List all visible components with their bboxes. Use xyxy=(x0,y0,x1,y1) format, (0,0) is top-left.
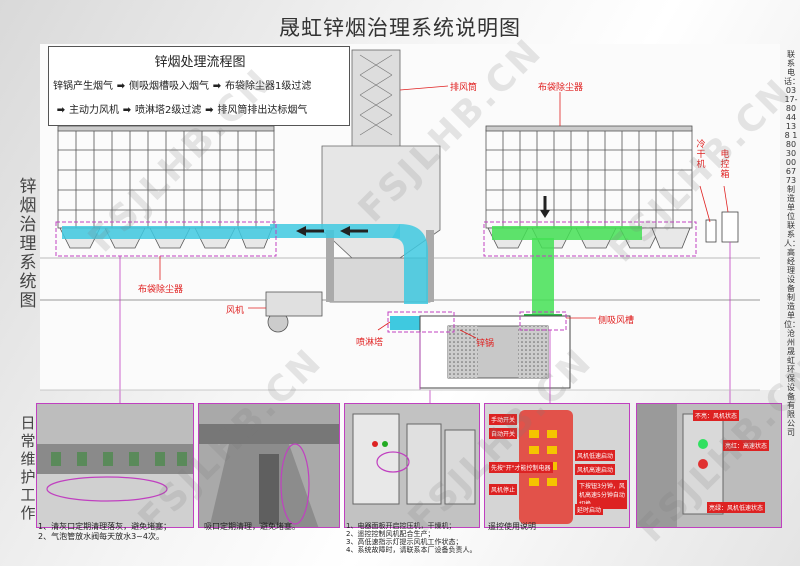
remote-annotation: 风机低速启动 xyxy=(575,450,616,461)
green-vertical-duct xyxy=(532,238,554,316)
stack-ladder xyxy=(359,54,393,136)
flow-step: 主动力风机 xyxy=(69,105,119,116)
caption-line: 2、气泡管放水阀每天放水3~4次。 xyxy=(38,532,164,541)
label-exhaust-pipe: 排风筒 xyxy=(450,83,478,93)
pot-wall-left xyxy=(448,326,478,378)
tower-leg-right xyxy=(426,230,434,302)
caption-hopper: 1、清灰口定期清理落灰，避免堵塞； 2、气泡管放水阀每天放水3~4次。 xyxy=(38,522,171,542)
flow-step: 侧吸烟槽吸入烟气 xyxy=(129,81,209,92)
photo-remote-control: 手动开关 自动开关 风机低速启动 风机高速启动 风机停止 先按"开"才能控制电器… xyxy=(484,403,630,528)
flow-row-2: ➡主动力风机➡喷淋塔2级过滤➡排风筒排出达标烟气 xyxy=(53,101,308,116)
flow-step: 锌锅产生烟气 xyxy=(53,81,113,92)
right-bag-filter-grid xyxy=(485,125,693,229)
label-control-box: 电控箱 xyxy=(720,150,730,180)
contact-info: 联系电话：0317-8044138 18030006773 制造单位联系人：高经… xyxy=(784,50,800,437)
arrow-right-icon: ➡ xyxy=(56,105,66,116)
label-cold-dryer: 冷干机 xyxy=(696,140,706,170)
flow-row-1: 锌锅产生烟气➡侧吸烟槽吸入烟气➡布袋除尘器1级过滤 xyxy=(53,77,311,92)
fan-housing xyxy=(265,291,323,317)
arrow-right-icon: ➡ xyxy=(116,81,126,92)
caption-line: 吸口定期清理，避免堵塞。 xyxy=(204,522,300,531)
remote-annotation: 风机停止 xyxy=(489,484,518,495)
caption-line: 3、高低速指示灯提示风机工作状态； xyxy=(346,538,463,546)
highlight-boxes xyxy=(55,221,697,333)
caption-suction: 吸口定期清理，避免堵塞。 xyxy=(204,522,300,532)
flow-step: 排风筒排出达标烟气 xyxy=(217,105,308,116)
label-spray-tower: 喷淋塔 xyxy=(356,338,384,348)
label-leaders xyxy=(159,85,729,339)
photo-connectors xyxy=(40,242,760,403)
label-bag-filter-right: 布袋除尘器 xyxy=(538,83,584,93)
lamp-annotation: 亮红：高速状态 xyxy=(723,440,770,451)
remote-annotation: 先按"开"才能控制电器 xyxy=(489,462,553,473)
remote-annotation: 手动开关 xyxy=(489,414,518,425)
caption-line: 1、电器面板开启控压机，干燥机； xyxy=(346,522,456,530)
cold-dryer xyxy=(705,219,717,243)
caption-cabinet: 1、电器面板开启控压机，干燥机； 2、遥控控制风机配合生产； 3、高低速指示灯提… xyxy=(346,522,476,554)
arrow-right-icon: ➡ xyxy=(212,81,222,92)
caption-line: 2、遥控控制风机配合生产； xyxy=(346,530,435,538)
caption-line: 遥控使用说明 xyxy=(488,522,536,531)
flow-chart-box: 锌烟处理流程图 锌锅产生烟气➡侧吸烟槽吸入烟气➡布袋除尘器1级过滤 ➡主动力风机… xyxy=(48,46,350,126)
label-side-suction: 侧吸风槽 xyxy=(598,316,635,326)
flow-arrows xyxy=(296,196,550,236)
left-cyan-duct xyxy=(62,226,270,239)
photo-suction-inlet xyxy=(198,403,340,528)
control-box xyxy=(721,211,739,243)
page-title: 晟虹锌烟治理系统说明图 xyxy=(279,16,521,40)
photo-hopper-cleanout xyxy=(36,403,194,528)
tower-leg-left xyxy=(326,230,334,302)
remote-annotation: 延时启动 xyxy=(575,504,604,515)
photo-control-cabinet xyxy=(344,403,480,528)
flow-step: 布袋除尘器1级过滤 xyxy=(225,81,312,92)
flow-step: 喷淋塔2级过滤 xyxy=(135,105,202,116)
arrow-right-icon: ➡ xyxy=(205,105,214,116)
caption-remote: 遥控使用说明 xyxy=(488,522,536,532)
remote-annotation: 自动开关 xyxy=(489,428,518,439)
flow-chart-title: 锌烟处理流程图 xyxy=(154,55,246,70)
photo-indicator-lamps: 不亮：风机状态 亮红：高速状态 亮绿：风机低速状态 xyxy=(636,403,782,528)
remote-annotation: 风机高速启动 xyxy=(575,464,616,475)
left-bag-filter-grid xyxy=(57,125,275,229)
maintenance-vertical-title: 日常维护工作 xyxy=(20,414,36,522)
label-zinc-pot: 锌锅 xyxy=(476,339,495,349)
lamp-annotation: 亮绿：风机低速状态 xyxy=(707,502,766,513)
side-vertical-title: 锌烟治理系统图 xyxy=(19,177,37,311)
caption-line: 1、清灰口定期清理落灰，避免堵塞； xyxy=(38,522,172,531)
label-bag-filter-left: 布袋除尘器 xyxy=(138,285,184,295)
pot-wall-right xyxy=(518,326,548,378)
cyan-elbow-duct xyxy=(392,224,428,304)
caption-line: 4、系统故障时，请联系本厂设备负责人。 xyxy=(346,546,477,554)
arrow-right-icon: ➡ xyxy=(122,105,132,116)
cyan-horizontal-duct xyxy=(270,224,400,238)
lamp-annotation: 不亮：风机状态 xyxy=(693,410,740,421)
right-green-duct xyxy=(492,226,642,240)
label-fan: 风机 xyxy=(226,306,245,316)
